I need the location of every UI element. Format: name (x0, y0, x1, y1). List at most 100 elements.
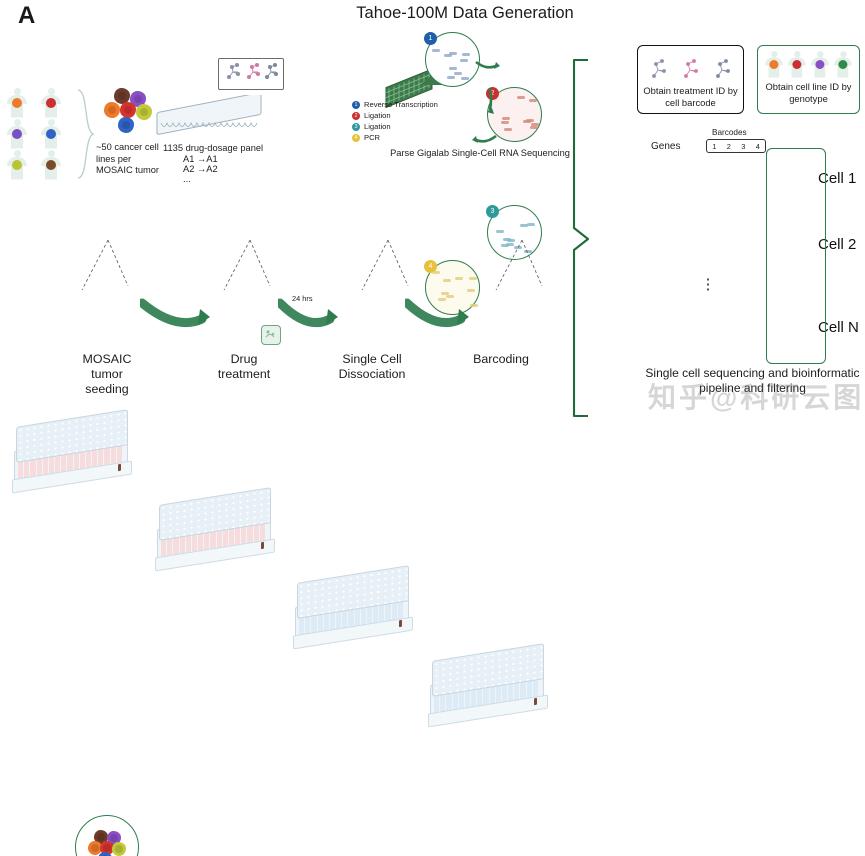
parse-legend: 1 Reverse Transcription 2 Ligation3Ligation… (352, 99, 448, 143)
mosaic-tumor-cluster (100, 88, 152, 136)
tumor-dot (46, 160, 56, 170)
human-figure (40, 150, 62, 180)
human-figure (6, 119, 28, 149)
cellline-id-box: Obtain cell line ID by genotype (757, 45, 860, 114)
parse-legend-dot: 1 (352, 101, 360, 109)
parse-molecule (460, 59, 468, 62)
tumor-dot (46, 129, 56, 139)
parse-molecule (523, 120, 531, 123)
tumor-cell (104, 102, 120, 118)
human-head (14, 119, 21, 126)
drug-panel-title: 1135 drug-dosage panel (163, 143, 263, 155)
plate-4 (428, 646, 546, 724)
barcode-number: 1 (712, 142, 716, 151)
treatment-id-box: Obtain treatment ID by cell barcode (637, 45, 744, 114)
parse-molecule (517, 96, 525, 99)
tumor-dot (12, 160, 22, 170)
human-figure (810, 51, 830, 78)
barcode-number: 4 (756, 142, 760, 151)
human-head (840, 51, 846, 57)
human-figure (764, 51, 784, 78)
tumor-dot (815, 60, 824, 69)
panel-letter: A (18, 2, 35, 30)
parse-flow-arrows (470, 40, 500, 160)
cell-lines-caption: ~50 cancer cell lines per MOSAIC tumor (96, 142, 168, 177)
barcodes-header-label: Barcodes (712, 128, 747, 137)
tumor-dot (46, 98, 56, 108)
genotype-figure (787, 51, 807, 79)
human-figure (6, 150, 28, 180)
human-head (14, 88, 21, 95)
human-figure (40, 119, 62, 149)
arrow-label-24hrs: 24 hrs (292, 294, 313, 303)
parse-molecule (462, 53, 470, 56)
parse-legend-item: 2 Ligation (352, 110, 448, 121)
plate-1 (12, 412, 130, 490)
parse-legend-label: Ligation (364, 111, 391, 120)
human-head (817, 51, 823, 57)
workflow-step-label-2: Single Cell Dissociation (326, 352, 418, 382)
parse-legend-dot: 3 (352, 123, 360, 131)
tumor-dot (12, 129, 22, 139)
genotype-figure (833, 51, 853, 79)
human-figure (40, 88, 62, 118)
cellline-highlight-box (766, 148, 826, 364)
human-group-bracket (76, 88, 96, 180)
human-figure (6, 88, 28, 118)
genotype-figure (810, 51, 830, 79)
tumor-cell (120, 102, 136, 118)
parse-legend-dot: 2 (352, 112, 360, 120)
parse-legend-item: 3Ligation (352, 121, 448, 132)
parse-molecule (447, 76, 455, 79)
parse-molecule (444, 54, 452, 57)
tumor-dot (838, 60, 847, 69)
parse-molecule (530, 126, 538, 129)
human-head (48, 150, 55, 157)
parse-legend-item: 4 PCR (352, 132, 448, 143)
workflow-step-label-3: Barcoding (457, 352, 545, 367)
parse-molecule (504, 128, 512, 131)
barcode-number: 3 (741, 142, 745, 151)
right-panel-caption: Single cell sequencing and bioinformatic… (645, 366, 860, 396)
parse-legend-item: 1 Reverse Transcription (352, 99, 448, 110)
tumor-dot (12, 98, 22, 108)
parse-molecule (501, 121, 509, 124)
genotype-figure (764, 51, 784, 79)
human-figure (787, 51, 807, 78)
genes-header-label: Genes (651, 141, 680, 152)
drug-panel-line-2: ... (183, 174, 191, 186)
rows-ellipsis: ⋮ (700, 282, 716, 287)
parse-step-1-number: 1 (424, 32, 437, 45)
workflow-circle-seeding (75, 815, 139, 856)
parse-molecule (461, 77, 469, 80)
genotype-figures (758, 51, 859, 79)
drug-molecules-box (218, 58, 284, 90)
treatment-id-label: Obtain treatment ID by cell barcode (638, 85, 743, 108)
barcode-number-box: 1 2 3 4 (706, 139, 766, 153)
parse-molecule (454, 72, 462, 75)
barcode-number: 2 (727, 142, 731, 151)
molecule-icons (219, 59, 281, 87)
workflow-step-label-0: MOSAIC tumor seeding (68, 352, 146, 397)
parse-molecule (449, 67, 457, 70)
plate-3 (293, 568, 411, 646)
page-title: Tahoe-100M Data Generation (330, 4, 600, 23)
section-brace (570, 58, 614, 420)
parse-caption: Parse Gigalab Single-Cell RNA Sequencing (370, 148, 590, 160)
cellline-id-label: Obtain cell line ID by genotype (758, 81, 859, 104)
workflow-arrow-3 (405, 295, 471, 335)
tumor-dot (792, 60, 801, 69)
parse-legend-dot: 4 (352, 134, 360, 142)
parse-legend-label: Reverse Transcription (364, 100, 438, 109)
tumor-cell (136, 104, 152, 120)
cell (112, 842, 126, 856)
drug-panel-plate-icon (155, 95, 265, 137)
human-head (48, 88, 55, 95)
human-head (48, 119, 55, 126)
parse-molecule (502, 117, 510, 120)
human-figure-grid (6, 88, 76, 180)
parse-legend-label: PCR (364, 133, 380, 142)
human-figure (833, 51, 853, 78)
human-head (771, 51, 777, 57)
tumor-dot (769, 60, 778, 69)
